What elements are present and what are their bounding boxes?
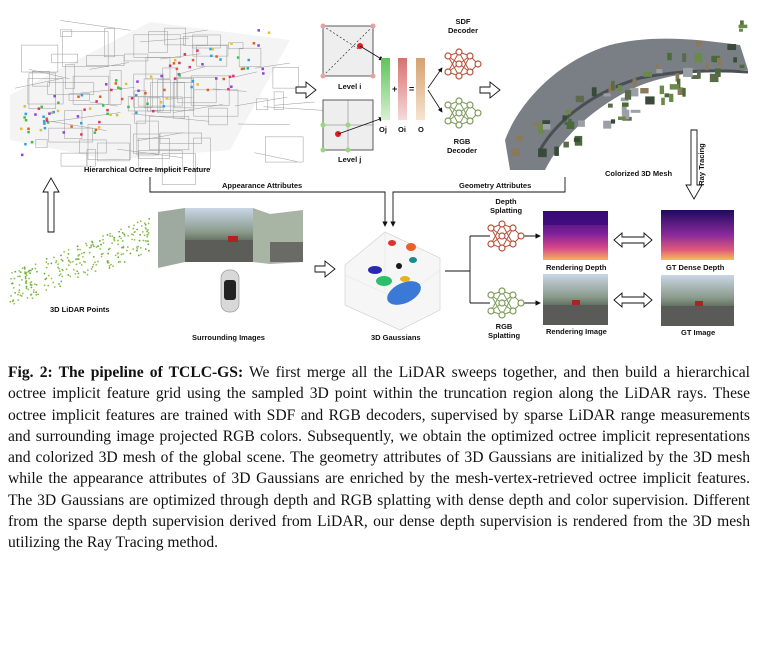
caption-body: We first merge all the LiDAR sweeps toge… [8,364,750,552]
gaussians-label: 3D Gaussians [371,333,421,342]
sdf-decoder-label: SDF Decoder [448,17,479,35]
level-j-cell [320,99,384,153]
level-i-cell [320,23,384,79]
gt-image-label: GT Image [681,328,716,337]
double-arrow-depth [613,232,653,248]
rendering-depth-image [543,211,608,260]
depth-splatting-label: Depth Splatting [489,197,523,215]
arrow-ray-tracing-down [685,129,703,200]
octree-grid-image [10,20,331,185]
level-i-label: Level i [338,82,362,91]
equals-sign: = [409,84,415,94]
gaussians-image [344,231,441,331]
level-j-label: Level j [338,155,362,164]
feature-bar-oj [381,58,390,120]
lidar-points-image [9,217,151,305]
hierarchical-feature-label: Hierarchical Octree Implicit Feature [84,165,211,174]
oj-label: Oj [379,125,387,134]
caption-title: Fig. 2: The pipeline of TCLC-GS: [8,364,244,381]
surrounding-images-label: Surrounding Images [192,333,265,342]
feature-bar-o [416,58,425,120]
ray-tracing-label: Ray Tracing [696,143,706,186]
rgb-decoder-network [444,97,482,129]
rendering-depth-label: Rendering Depth [546,263,607,272]
appearance-attributes-line [149,177,388,227]
colorized-mesh-label: Colorized 3D Mesh [605,169,673,178]
rgb-decoder-label: RGB Decoder [446,137,477,155]
figure-caption: Fig. 2: The pipeline of TCLC-GS: We firs… [8,362,750,554]
arrow-images-to-gaussians [314,260,336,278]
rendering-image-image [543,274,608,325]
arrow-lidar-up [42,177,60,233]
pipeline-figure: Hierarchical Octree Implicit Feature Lev… [9,17,749,342]
rendering-image-label: Rendering Image [546,327,607,336]
arrow-octree-to-levels [295,81,317,99]
pipeline-diagram [9,20,749,331]
oi-label: Oi [398,125,406,134]
arrow-decoder-to-mesh [479,81,501,99]
surrounding-images [158,208,303,268]
plus-sign: + [392,84,398,94]
rgb-splatting-network [487,287,525,319]
gt-dense-depth-image [661,210,734,260]
o-label: O [418,125,424,134]
splat-branch-line [445,235,490,304]
feature-bar-oi [398,58,407,120]
rgb-splatting-label: RGB Splatting [487,322,521,340]
lidar-points-label: 3D LiDAR Points [50,305,110,314]
car-image [220,269,240,313]
depth-splatting-network [487,220,525,252]
gt-dense-depth-label: GT Dense Depth [666,263,725,272]
double-arrow-image [613,292,653,308]
geometry-attributes-label: Geometry Attributes [459,181,532,190]
sdf-decoder-network [444,48,482,80]
geometry-attributes-line [390,177,566,227]
gt-image-image [661,275,734,326]
colorized-mesh-image [505,20,749,171]
appearance-attributes-label: Appearance Attributes [222,181,303,190]
